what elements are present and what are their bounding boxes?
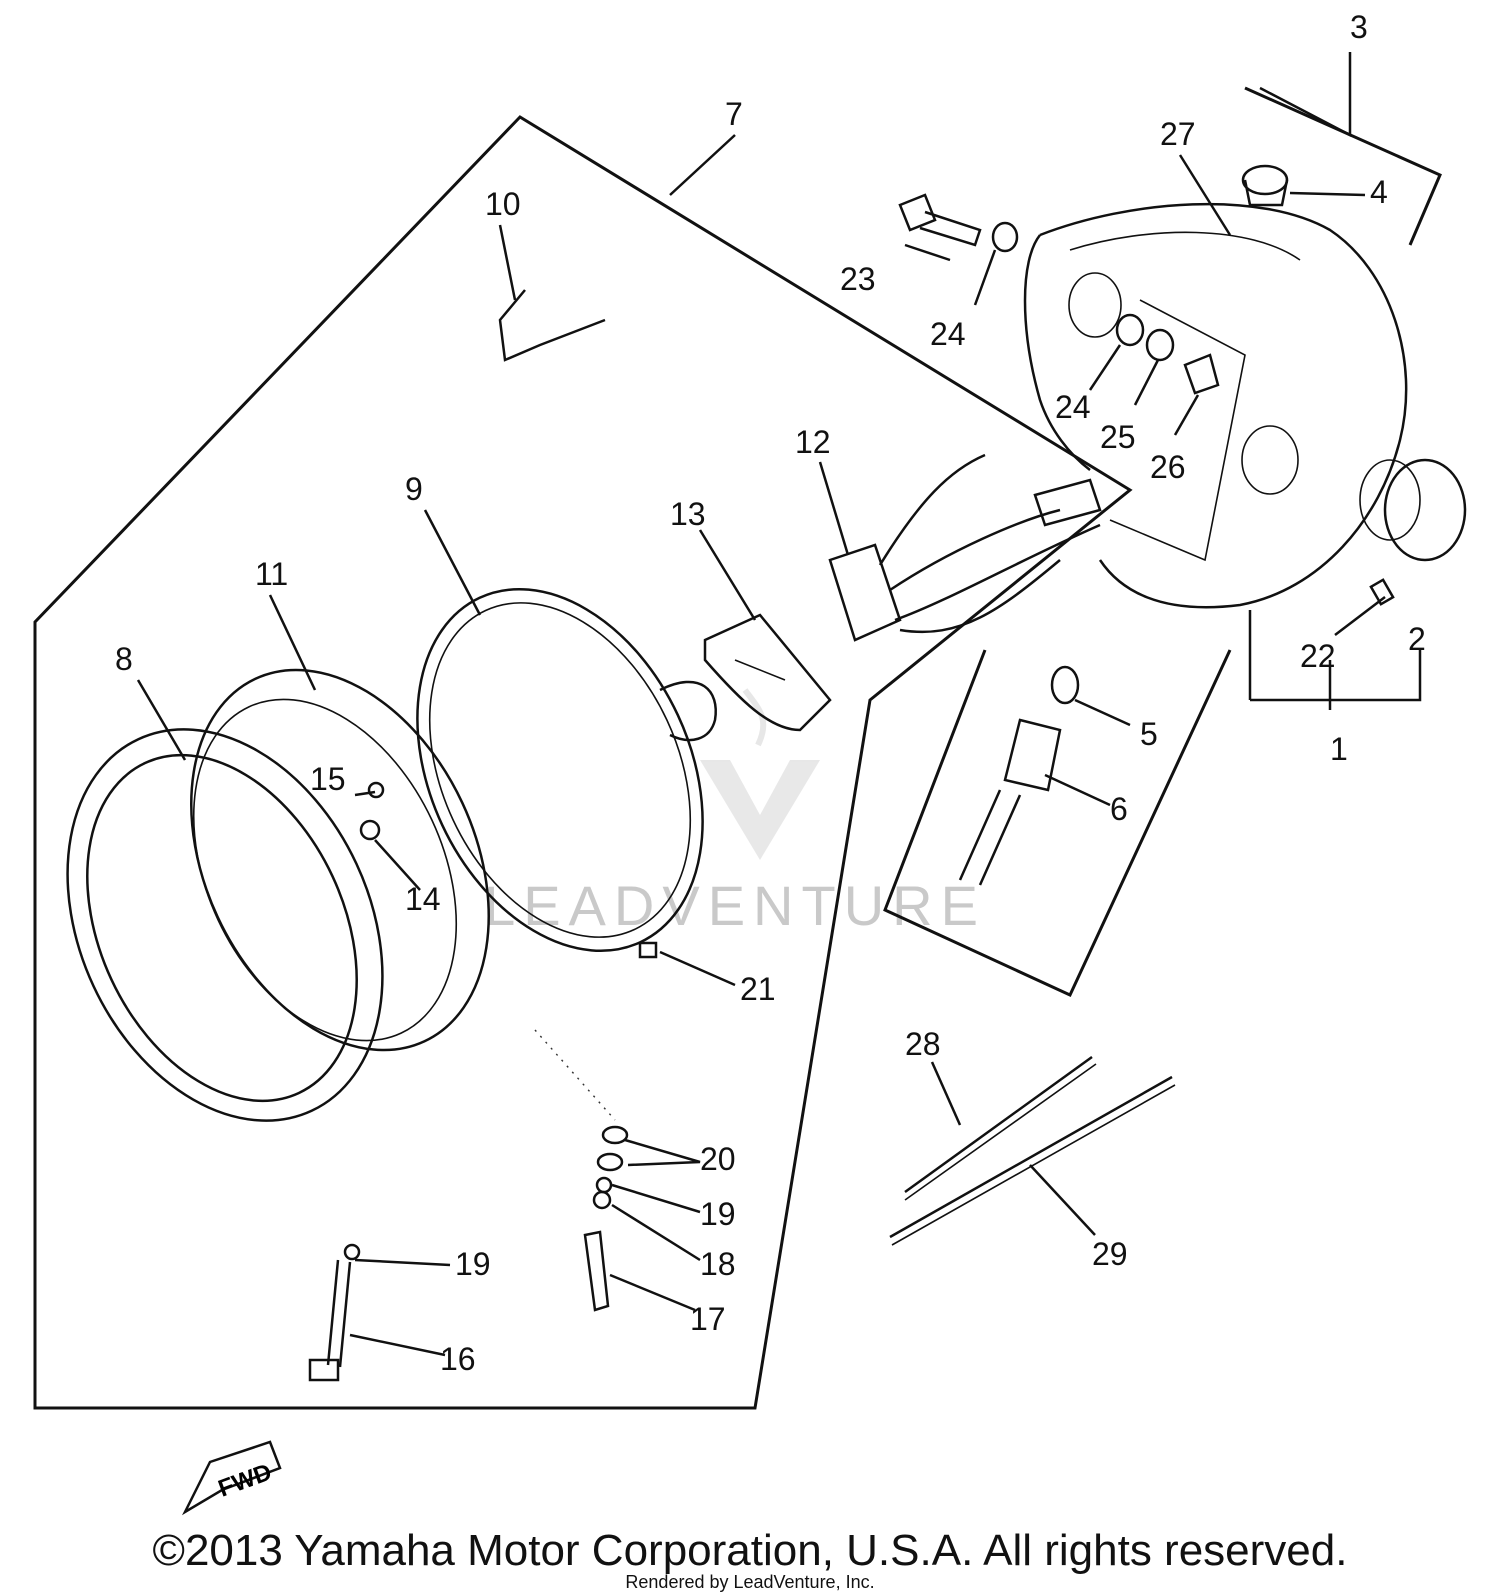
callout-3: 3 [1350, 9, 1368, 45]
screw-15 [367, 781, 385, 799]
callout-15: 15 [310, 761, 346, 797]
callout-13: 13 [670, 496, 706, 532]
callout-19b: 19 [455, 1246, 491, 1282]
callout-22: 22 [1300, 638, 1336, 674]
callout-10: 10 [485, 186, 521, 222]
callout-19a: 19 [700, 1196, 736, 1232]
callout-23: 23 [840, 261, 876, 297]
fwd-arrow-icon: FWD [181, 1440, 282, 1516]
callout-20: 20 [700, 1141, 736, 1177]
nut-21 [638, 941, 658, 959]
callout-labels: 1 2 3 4 5 6 7 8 9 10 11 12 13 14 15 16 1… [115, 9, 1426, 1377]
callout-21: 21 [740, 971, 776, 1007]
cable-28 [904, 1055, 1097, 1201]
socket-group-boundary [883, 649, 1232, 997]
callout-9: 9 [405, 471, 423, 507]
rim-ring [66, 728, 384, 1122]
callout-24a: 24 [930, 316, 966, 352]
screw-14 [359, 819, 381, 841]
callout-27: 27 [1160, 116, 1196, 152]
callout-2: 2 [1408, 621, 1426, 657]
rendered-by-credit: Rendered by LeadVenture, Inc. [625, 1572, 875, 1592]
callout-6: 6 [1110, 791, 1128, 827]
callout-29: 29 [1092, 1236, 1128, 1272]
callout-11: 11 [255, 556, 288, 592]
grommet-part [1241, 164, 1289, 207]
callout-24b: 24 [1055, 389, 1091, 425]
spring-assembly [583, 1125, 629, 1312]
callout-7: 7 [725, 96, 743, 132]
callout-8: 8 [115, 641, 133, 677]
callout-14: 14 [405, 881, 441, 917]
pilot-bulb [958, 665, 1080, 886]
headlight-body [1023, 202, 1467, 609]
watermark-text: LEADVENTURE [484, 874, 986, 937]
callout-28: 28 [905, 1026, 941, 1062]
socket-part [703, 613, 832, 732]
copyright-notice: ©2013 Yamaha Motor Corporation, U.S.A. A… [152, 1526, 1348, 1575]
callout-4: 4 [1370, 174, 1388, 210]
headlight-rim [190, 668, 490, 1052]
headlight-unit-boundary [33, 115, 1133, 1410]
callout-1: 1 [1330, 731, 1348, 767]
callout-18: 18 [700, 1246, 736, 1282]
body-group-boundary [1244, 86, 1442, 246]
callout-26: 26 [1150, 449, 1186, 485]
adjusting-screw-16 [308, 1243, 361, 1382]
leader-lines [136, 52, 1422, 1357]
assembly-dash-line [534, 1029, 616, 1121]
fwd-label: FWD [215, 1459, 276, 1503]
clip-part [498, 289, 606, 362]
callout-17: 17 [690, 1301, 726, 1337]
callout-25: 25 [1100, 419, 1136, 455]
cable-29 [889, 1075, 1176, 1246]
fastener-22 [1369, 578, 1395, 606]
bolt-part [898, 193, 1019, 253]
callout-12: 12 [795, 424, 831, 460]
wire-harness [828, 453, 1102, 642]
callout-16: 16 [440, 1341, 476, 1377]
callout-5: 5 [1140, 716, 1158, 752]
washer-parts [1115, 313, 1220, 395]
